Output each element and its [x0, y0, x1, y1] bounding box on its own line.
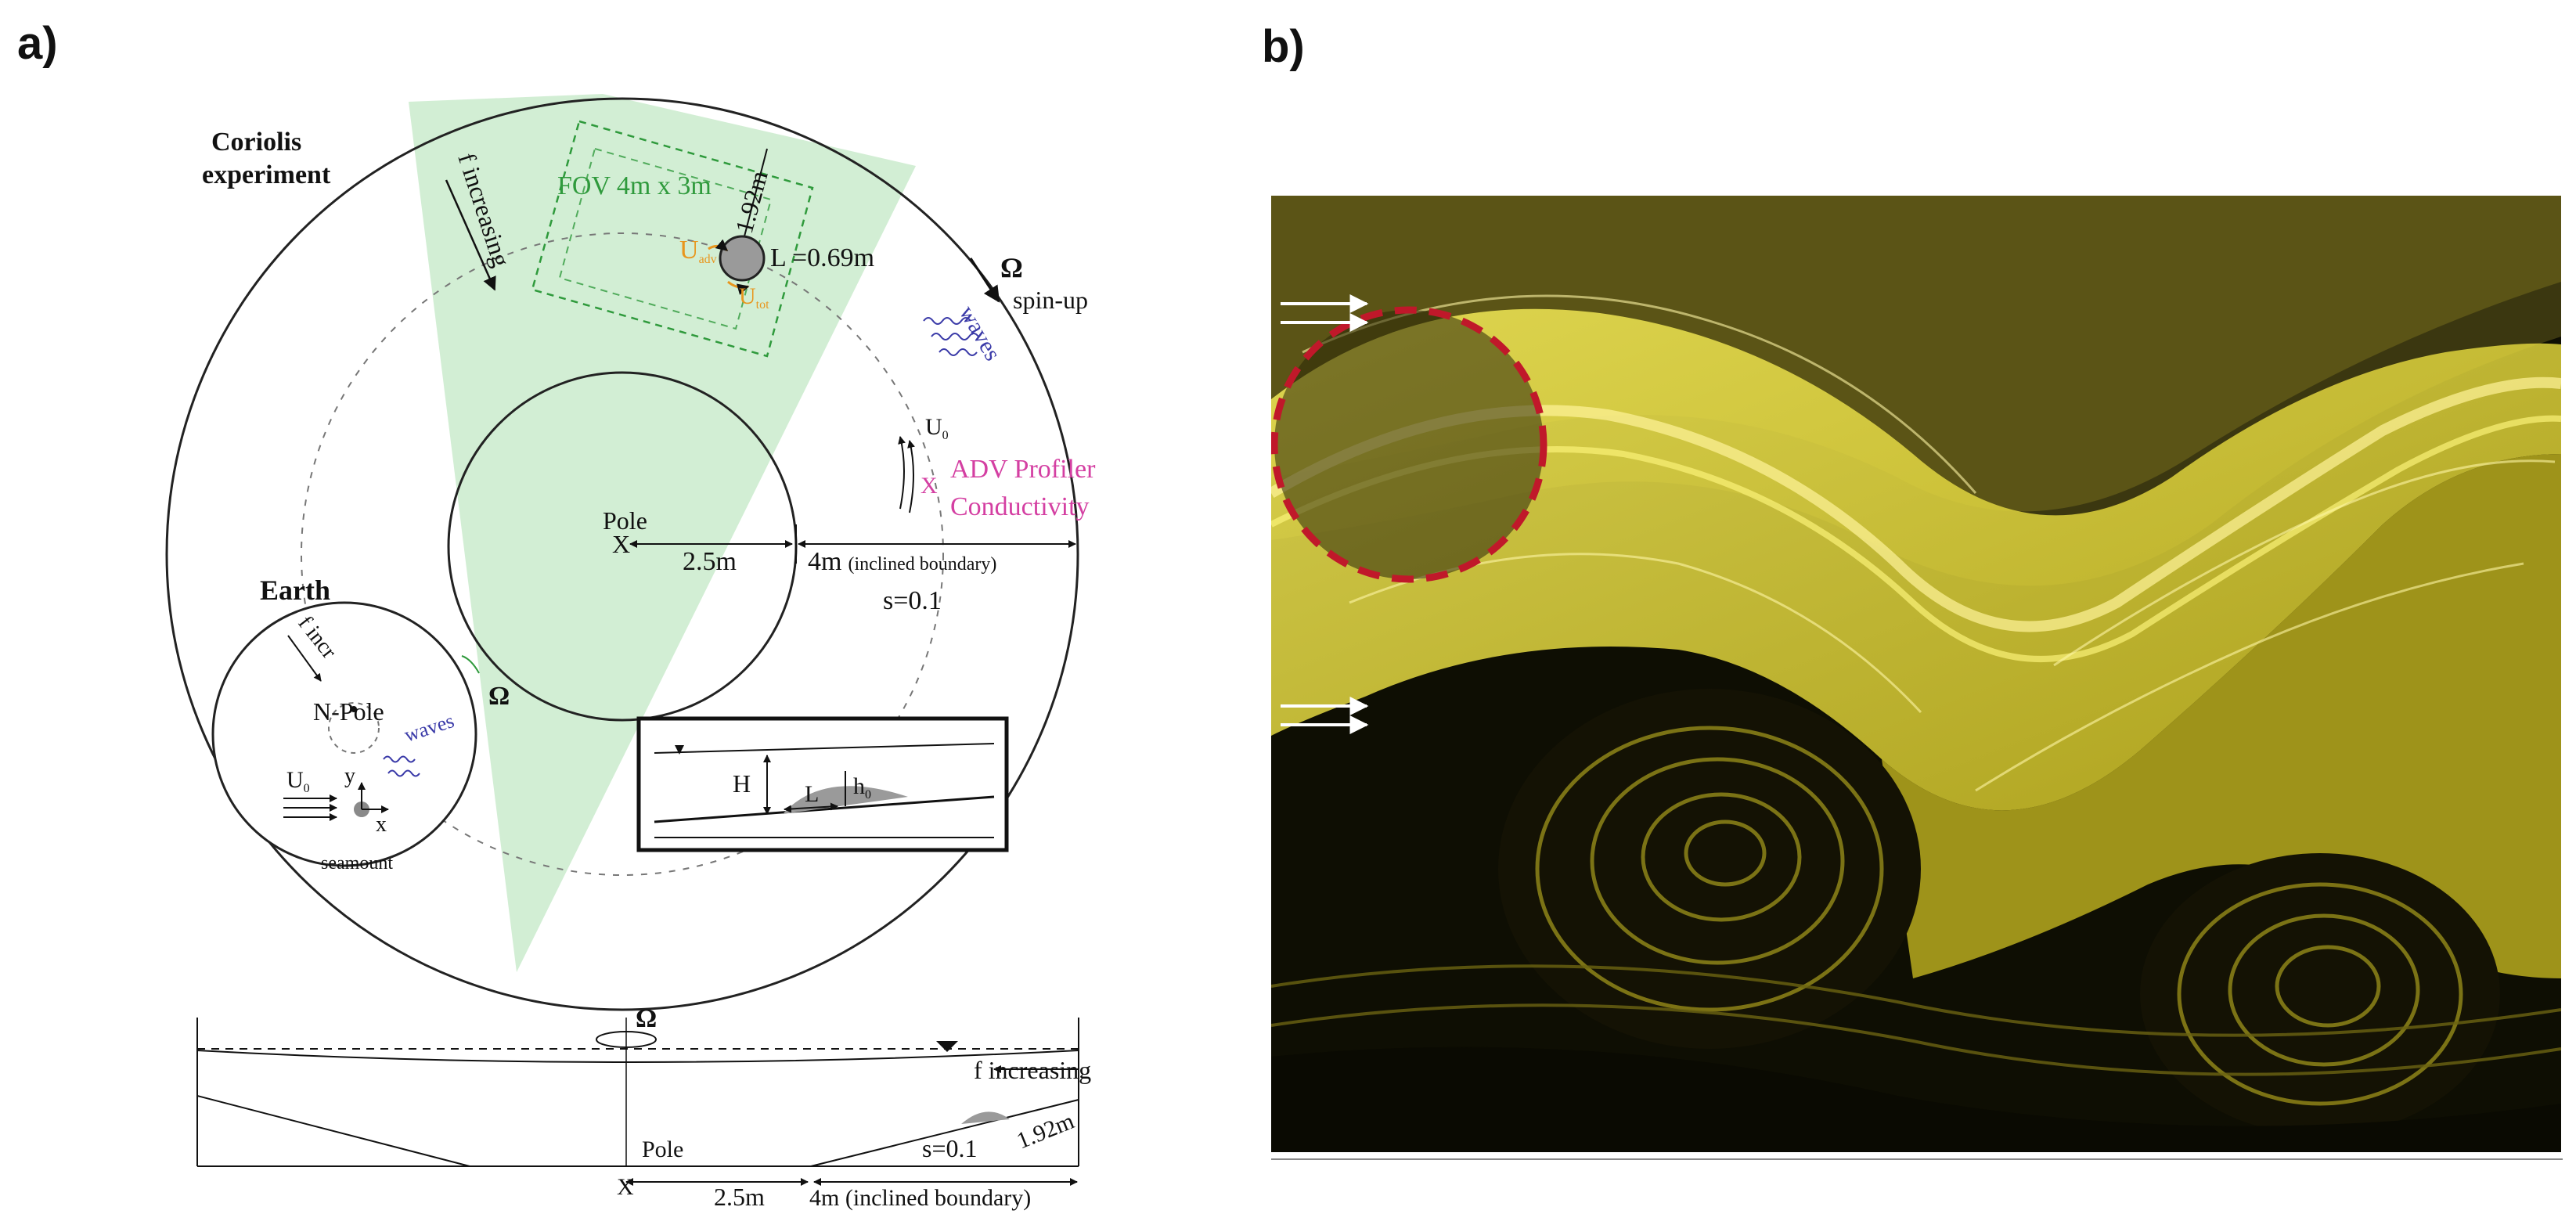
earth-pole-dashed	[328, 702, 380, 754]
seamount-highlight-circle	[1274, 310, 1544, 579]
section-pole-label: Pole	[642, 1137, 683, 1162]
water-surface-icon	[675, 745, 684, 755]
photo-bottom-rule	[1271, 1158, 2563, 1160]
u0-arrow-2	[907, 440, 915, 513]
section-inner-distance-label: 2.5m	[714, 1183, 765, 1211]
inset-surface-line	[654, 743, 995, 754]
fov-rectangle-outer	[531, 120, 814, 358]
coriolis-title-line2: experiment	[202, 160, 331, 189]
section-outer-distance-label: 4m (inclined boundary)	[809, 1185, 1031, 1211]
spin-up-arrow	[969, 258, 1000, 303]
conductivity-label: Conductivity	[950, 492, 1090, 521]
fov-wedge	[409, 94, 916, 972]
seamount-marker	[719, 235, 766, 282]
section-f-increasing-label: f increasing	[974, 1056, 1091, 1084]
inset-H-label: H	[733, 769, 751, 798]
u-tot-arrow	[727, 280, 750, 295]
waves-icon	[923, 317, 979, 356]
omega-spin-label: Ω	[1000, 252, 1023, 283]
f-increasing-arrow	[445, 179, 496, 291]
adv-profiler-label: ADV Profiler	[950, 455, 1096, 484]
outer-distance-label: 4m(inclined boundary)	[808, 547, 996, 576]
inset-L-label: L	[805, 781, 819, 807]
slope-label: s=0.1	[883, 586, 942, 615]
earth-u0-label: U0	[286, 767, 310, 795]
inner-omega-arrow	[461, 655, 480, 674]
earth-n-pole-label: N-Pole	[313, 697, 384, 726]
inner-omega-label: Ω	[488, 682, 510, 711]
waves-label: waves	[954, 301, 1006, 365]
coriolis-title-line1: Coriolis	[211, 128, 301, 157]
dashed-circle	[301, 232, 944, 876]
outer-tank-circle	[165, 97, 1079, 1011]
u-tot-label: Utot	[739, 283, 769, 312]
dye-visualization-photo	[1271, 196, 2561, 1152]
earth-waves-icon	[383, 755, 420, 777]
fov-rectangle-inner	[558, 147, 773, 330]
u0-arrow-1	[898, 436, 906, 510]
earth-circle	[211, 601, 477, 867]
section-omega-label: Ω	[636, 1004, 657, 1033]
pole-x-marker: X	[612, 530, 630, 558]
seamount-length-label: L =0.69m	[770, 243, 874, 272]
inner-distance-label: 2.5m	[683, 547, 737, 576]
inset-L-arrow	[784, 802, 838, 813]
panel-label-b: b)	[1262, 21, 1305, 72]
earth-title: Earth	[260, 575, 330, 606]
section-side-label: 1.92m	[1013, 1108, 1078, 1154]
cross-section-inset	[636, 716, 1009, 852]
section-slope-label: s=0.1	[922, 1134, 978, 1162]
spin-up-label: spin-up	[1013, 286, 1088, 314]
panel-label-a: a)	[17, 18, 58, 69]
earth-f-incr-arrow	[287, 635, 322, 682]
earth-x-label: x	[376, 812, 387, 837]
seamount-label: seamount	[321, 853, 393, 874]
earth-y-label: y	[344, 764, 355, 788]
coriolis-schematic: Coriolis experiment FOV 4m x 3m 1.92m f …	[165, 94, 1096, 1211]
dye-image	[1271, 196, 2561, 1152]
flow-arrows-top	[1281, 294, 1369, 332]
u-adv-arrow	[708, 239, 729, 252]
section-x-label: X	[617, 1174, 634, 1200]
u0-label: U0	[925, 414, 949, 442]
fov-label: FOV 4m x 3m	[557, 171, 712, 200]
pole-label: Pole	[603, 506, 647, 535]
earth-n-pole-dot	[351, 706, 357, 712]
adv-x-marker: X	[921, 473, 938, 499]
bottom-cross-section	[196, 1018, 1079, 1186]
u-adv-label: Uadv	[679, 236, 717, 266]
flow-arrows-bottom	[1281, 697, 1369, 734]
earth-flow-arrows	[283, 794, 337, 821]
inset-h0-label: h0	[853, 773, 871, 802]
